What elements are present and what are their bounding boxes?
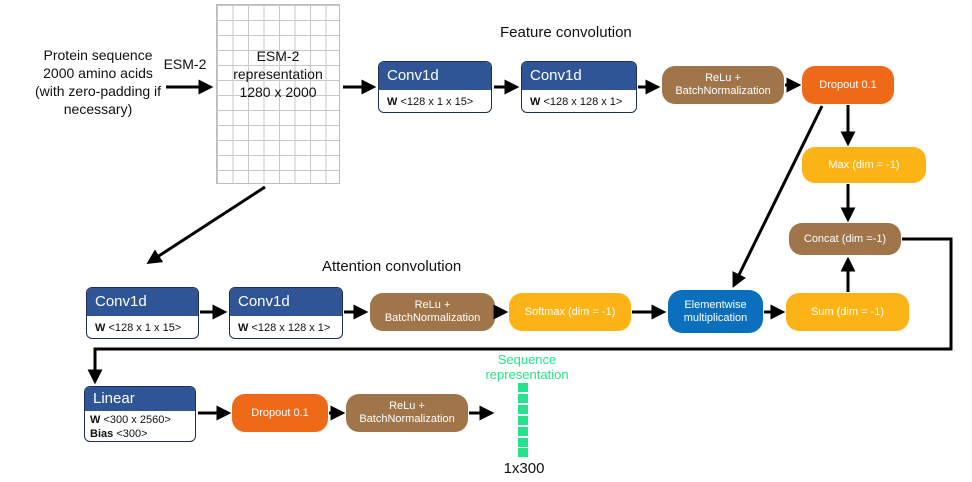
sequence-cell [518, 448, 528, 457]
attention-conv1d-2-weights: W <128 x 128 x 1> [230, 316, 342, 338]
attention-conv1d-2-w-value: <128 x 128 x 1> [251, 322, 331, 334]
output-relu-bn-line2: BatchNormalization [359, 413, 455, 425]
sequence-cell [518, 394, 528, 403]
sequence-representation-line1: Sequence [497, 352, 557, 367]
arrow-grid-to-attention-conv1 [146, 185, 266, 264]
elementwise-line1: Elementwise [684, 298, 747, 311]
input-label-line3: (with zero-padding if [34, 83, 162, 99]
esm-arrow-label: ESM-2 [163, 56, 207, 72]
sum-node: Sum (dim = -1) [786, 293, 909, 331]
output-relu-bn: ReLu + BatchNormalization [346, 394, 468, 432]
output-dropout: Dropout 0.1 [232, 394, 328, 432]
feature-dropout: Dropout 0.1 [802, 66, 894, 104]
sequence-cell [518, 438, 528, 447]
max-node: Max (dim = -1) [802, 147, 926, 183]
linear-bias-label: Bias [90, 428, 114, 440]
sequence-cell [518, 427, 528, 436]
softmax-node: Softmax (dim = -1) [509, 293, 631, 331]
sequence-representation-line2: representation [485, 367, 569, 382]
attention-relu-bn-line2: BatchNormalization [384, 312, 481, 324]
attention-conv1d-2-title: Conv1d [230, 288, 342, 316]
arrow-concat-to-linear [87, 237, 953, 385]
feature-conv1d-2-w-label: W [530, 96, 541, 108]
representation-line2: representation [233, 66, 323, 82]
attention-relu-bn: ReLu + BatchNormalization [370, 293, 495, 331]
sequence-cell [518, 383, 528, 392]
linear-params: W <300 x 2560> Bias <300> [85, 411, 195, 441]
attention-conv1d-1-title: Conv1d [87, 288, 198, 316]
concat-node: Concat (dim =-1) [789, 223, 901, 255]
linear-title: Linear [85, 387, 195, 411]
attention-conv1d-1: Conv1d W <128 x 1 x 15> [86, 287, 199, 339]
linear-bias-value: <300> [116, 428, 148, 440]
linear-weights: W <300 x 2560> [90, 413, 190, 427]
elementwise-node: Elementwise multiplication [668, 290, 763, 333]
input-label-line4: necessary) [63, 101, 133, 117]
attention-conv1d-1-weights: W <128 x 1 x 15> [87, 316, 198, 338]
sequence-representation-label: Sequence representation [468, 352, 586, 382]
feature-conv1d-2-weights: W <128 x 128 x 1> [522, 90, 636, 112]
representation-label: ESM-2 representation 1280 x 2000 [216, 47, 340, 101]
arrow-dropout-to-elementwise [732, 105, 824, 288]
sequence-size-label: 1x300 [503, 460, 545, 477]
representation-line3: 1280 x 2000 [239, 84, 317, 100]
attention-relu-bn-line1: ReLu + [414, 299, 451, 311]
sequence-cell [518, 405, 528, 414]
linear-bias: Bias <300> [90, 427, 190, 441]
feature-relu-bn-line2: BatchNormalization [675, 85, 771, 97]
feature-relu-bn-line1: ReLu + [705, 72, 741, 84]
linear-w-label: W [90, 414, 101, 426]
feature-conv1d-1-weights: W <128 x 1 x 15> [379, 90, 491, 112]
feature-conv1d-2-title: Conv1d [522, 62, 636, 90]
feature-conv1d-1-w-value: <128 x 1 x 15> [400, 96, 474, 108]
feature-conv1d-1-title: Conv1d [379, 62, 491, 90]
input-label-line1: Protein sequence [43, 47, 153, 63]
attention-convolution-title: Attention convolution [322, 258, 462, 275]
feature-conv1d-2: Conv1d W <128 x 128 x 1> [521, 61, 637, 113]
feature-conv1d-1: Conv1d W <128 x 1 x 15> [378, 61, 492, 113]
feature-conv1d-1-w-label: W [387, 96, 398, 108]
input-label: Protein sequence 2000 amino acids (with … [28, 46, 168, 118]
feature-conv1d-2-w-value: <128 x 128 x 1> [543, 96, 623, 108]
feature-convolution-title: Feature convolution [500, 24, 632, 41]
linear-layer: Linear W <300 x 2560> Bias <300> [84, 386, 196, 442]
feature-relu-bn: ReLu + BatchNormalization [662, 66, 784, 104]
attention-conv1d-1-w-value: <128 x 1 x 15> [108, 322, 182, 334]
representation-line1: ESM-2 [256, 48, 300, 64]
attention-conv1d-2-w-label: W [238, 322, 249, 334]
attention-conv1d-1-w-label: W [95, 322, 106, 334]
representation-grid [216, 4, 340, 184]
attention-conv1d-2: Conv1d W <128 x 128 x 1> [229, 287, 343, 339]
elementwise-line2: multiplication [683, 311, 748, 324]
linear-w-value: <300 x 2560> [103, 414, 171, 426]
output-relu-bn-line1: ReLu + [389, 400, 425, 412]
sequence-cell [518, 416, 528, 425]
input-label-line2: 2000 amino acids [43, 65, 153, 81]
